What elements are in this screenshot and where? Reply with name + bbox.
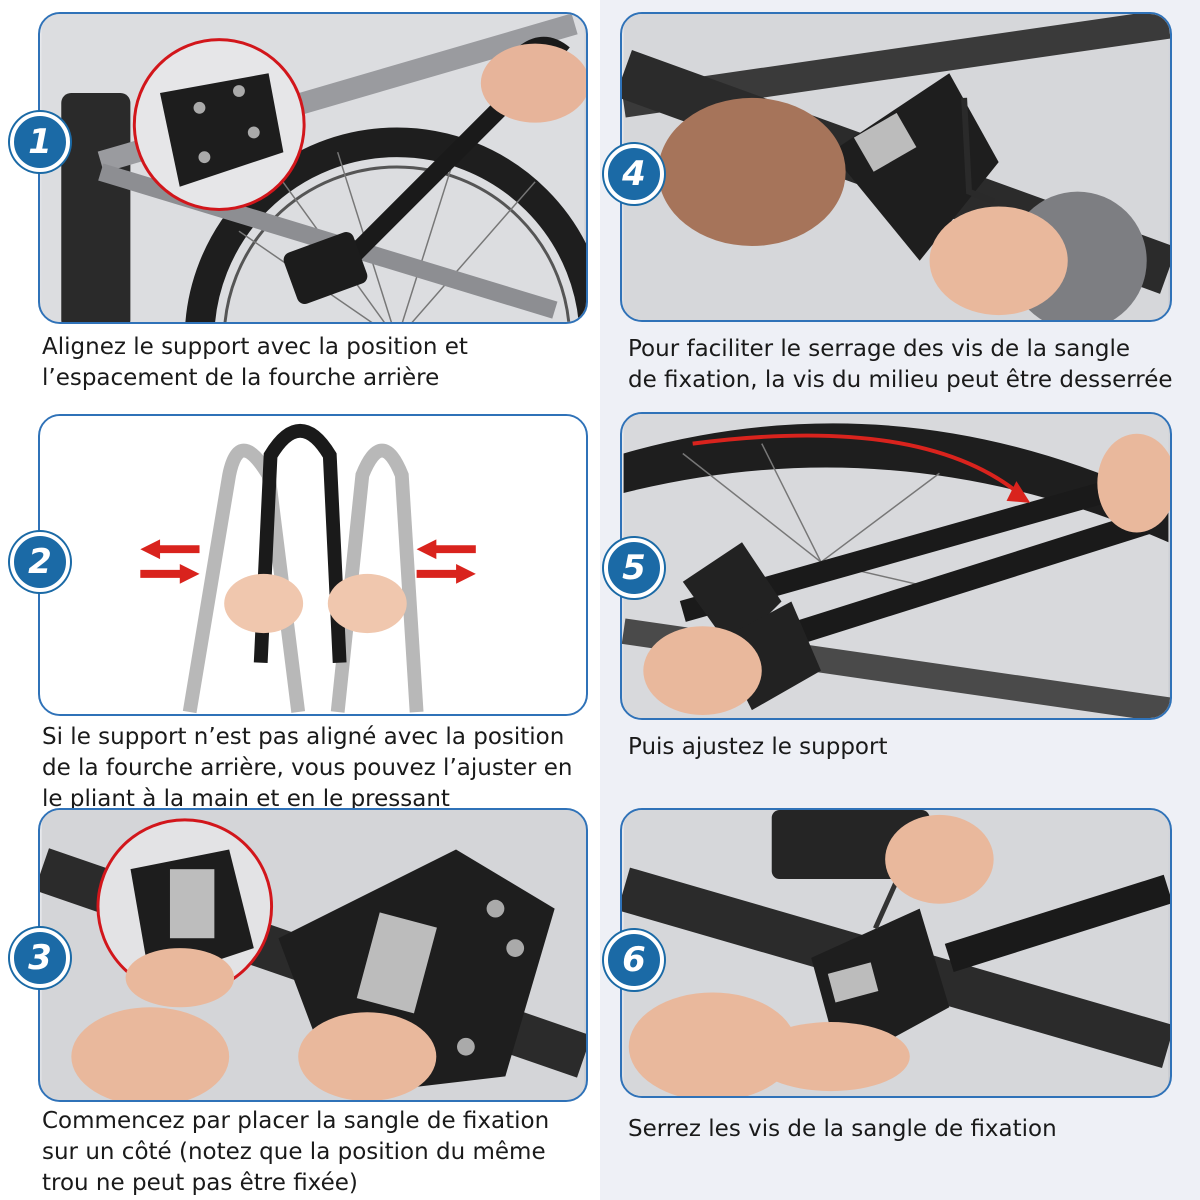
step-6-photo: [620, 808, 1172, 1098]
step-1-badge: 1: [10, 112, 70, 172]
caption-line: Serrez les vis de la sangle de fixation: [628, 1116, 1057, 1142]
step-3-photo: [38, 808, 588, 1102]
step-5-caption: Puis ajustez le support: [628, 732, 887, 763]
loosen-screw-illustration: [622, 14, 1170, 320]
step-3-number: 3: [28, 938, 52, 978]
step-4-badge: 4: [604, 144, 664, 204]
step-4-number: 4: [622, 154, 646, 194]
caption-line: de la fourche arrière, vous pouvez l’aju…: [42, 755, 573, 781]
tighten-screws-illustration: [622, 810, 1170, 1096]
caption-line: Commencez par placer la sangle de fixati…: [42, 1108, 550, 1134]
caption-line: Puis ajustez le support: [628, 734, 888, 760]
arrow-icon: [140, 539, 476, 584]
u-bracket-folding-illustration: [41, 416, 585, 714]
caption-line: Si le support n’est pas aligné avec la p…: [42, 724, 565, 750]
step-2-badge: 2: [10, 532, 70, 592]
caption-line: sur un côté (notez que la position du mê…: [42, 1139, 546, 1165]
arrow-icon: [1006, 481, 1031, 503]
bike-rear-wheel-illustration: [41, 14, 586, 322]
step-6-number: 6: [622, 940, 646, 980]
step-3-badge: 3: [10, 928, 70, 988]
strap-placement-illustration: [40, 810, 586, 1100]
adjust-support-illustration: [622, 414, 1170, 718]
step-2-photo: [38, 414, 588, 716]
caption-line: l’espacement de la fourche arrière: [42, 365, 440, 391]
caption-line: le pliant à la main et en le pressant: [42, 786, 450, 812]
step-1-caption: Alignez le support avec la position et l…: [42, 332, 468, 394]
caption-line: de fixation, la vis du milieu peut être …: [628, 367, 1173, 393]
step-6-badge: 6: [604, 930, 664, 990]
step-5-number: 5: [622, 548, 646, 588]
step-1-number: 1: [28, 122, 52, 162]
caption-line: trou ne peut pas être fixée): [42, 1170, 358, 1196]
step-2-number: 2: [28, 542, 52, 582]
caption-line: Pour faciliter le serrage des vis de la …: [628, 336, 1131, 362]
step-1-photo: [38, 12, 588, 324]
step-5-photo: [620, 412, 1172, 720]
step-3-caption: Commencez par placer la sangle de fixati…: [42, 1106, 549, 1199]
step-4-photo: [620, 12, 1172, 322]
step-4-caption: Pour faciliter le serrage des vis de la …: [628, 334, 1173, 396]
step-5-badge: 5: [604, 538, 664, 598]
step-6-caption: Serrez les vis de la sangle de fixation: [628, 1114, 1057, 1145]
step-2-caption: Si le support n’est pas aligné avec la p…: [42, 722, 572, 815]
caption-line: Alignez le support avec la position et: [42, 334, 468, 360]
